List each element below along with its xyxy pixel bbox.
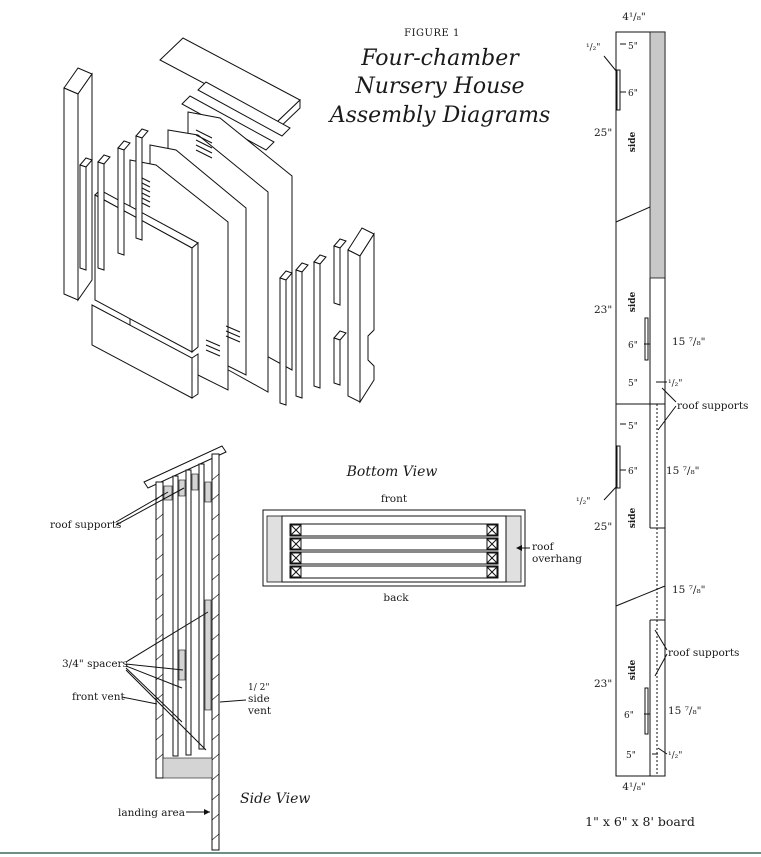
title-line-3: Assembly Diagrams (328, 103, 551, 128)
title-line-1: Four-chamber (360, 46, 520, 71)
spacer-stick (135, 135, 143, 241)
spacer-stick (279, 277, 287, 406)
front-vent-label: front vent (72, 691, 125, 703)
dim-25-1: 25" (594, 127, 612, 139)
side-label-3: side (628, 507, 638, 528)
roof-board (159, 37, 301, 123)
dim-23-2: 23" (594, 678, 612, 690)
roof-overhang-label-2: overhang (532, 553, 582, 565)
back-label: back (383, 592, 409, 604)
dim-15-1: 15 ⁷/₈" (672, 336, 705, 348)
spacer-stick (79, 164, 87, 271)
spacer-blocks (290, 524, 498, 578)
spacers-label: 3/4" spacers (62, 658, 128, 670)
exploded-view (63, 37, 375, 406)
dim-5-3: 5" (628, 422, 638, 432)
side-vent-label-2: side (248, 693, 270, 705)
dim-half-4: ¹/₂" (668, 751, 682, 761)
board-layout: 4¹/₈" side side side side ¹/₂" (576, 11, 748, 829)
roof-supports-label: roof supports (50, 519, 121, 531)
dim-half-2: ¹/₂" (668, 379, 682, 389)
side-partition (172, 475, 179, 757)
dim-6-4: 6" (624, 711, 634, 721)
dim-6-1: 6" (628, 89, 638, 99)
side-label-2: side (628, 291, 638, 312)
title-line-2: Nursery House (354, 74, 524, 99)
dim-25-2: 25" (594, 521, 612, 533)
board-width-top: 4¹/₈" (622, 11, 645, 23)
spacer-stick (333, 245, 341, 306)
spacer-stick (313, 261, 321, 389)
dim-6-3: 6" (628, 467, 638, 477)
dim-5-2: 5" (628, 379, 638, 389)
side-view-title: Side View (240, 791, 310, 807)
side-vent-label-1: 1/ 2" (248, 683, 270, 693)
board-caption: 1" x 6" x 8' board (585, 814, 695, 829)
right-side-panel (347, 249, 361, 403)
dim-6-2: 6" (628, 341, 638, 351)
landing-base (162, 757, 213, 779)
dim-15-4: 15 ⁷/₈" (668, 705, 701, 717)
dim-15-2: 15 ⁷/₈" (666, 465, 699, 477)
spacer-stick (97, 161, 105, 271)
landing-area-label: landing area (118, 807, 185, 819)
side-partition (185, 469, 192, 756)
roof-overhang-label-1: roof (532, 541, 555, 553)
side-label-1: side (628, 131, 638, 152)
left-side-panel (63, 87, 79, 301)
side-partition (198, 463, 205, 750)
dim-5-4: 5" (626, 751, 636, 761)
hatched-wall (155, 453, 220, 851)
dim-half-1: ¹/₂" (586, 43, 600, 53)
dim-half-3: ¹/₂" (576, 497, 590, 507)
bottom-view: Bottom View front roof overhang back (262, 464, 582, 604)
roof-support-strip (197, 81, 291, 137)
spacer-stick (295, 269, 303, 399)
spacer-stick (333, 337, 341, 386)
dim-5-1: 5" (628, 42, 638, 52)
shaded-strip (649, 31, 666, 279)
front-label: front (381, 493, 408, 505)
dim-23-1: 23" (594, 304, 612, 316)
spacer-stick (117, 147, 125, 256)
side-view: roof supports 3/4" spacers front vent 1/… (50, 445, 310, 851)
figure-label: FIGURE 1 (404, 28, 460, 39)
roof-supports-label-2: roof supports (668, 647, 739, 659)
roof-supports-label-1: roof supports (677, 400, 748, 412)
side-label-4: side (628, 659, 638, 680)
dim-15-3: 15 ⁷/₈" (672, 584, 705, 596)
side-vent-label-3: vent (247, 705, 272, 717)
board-width-bottom: 4¹/₈" (622, 781, 645, 793)
bottom-view-title: Bottom View (346, 464, 438, 480)
side-roof (143, 445, 227, 489)
